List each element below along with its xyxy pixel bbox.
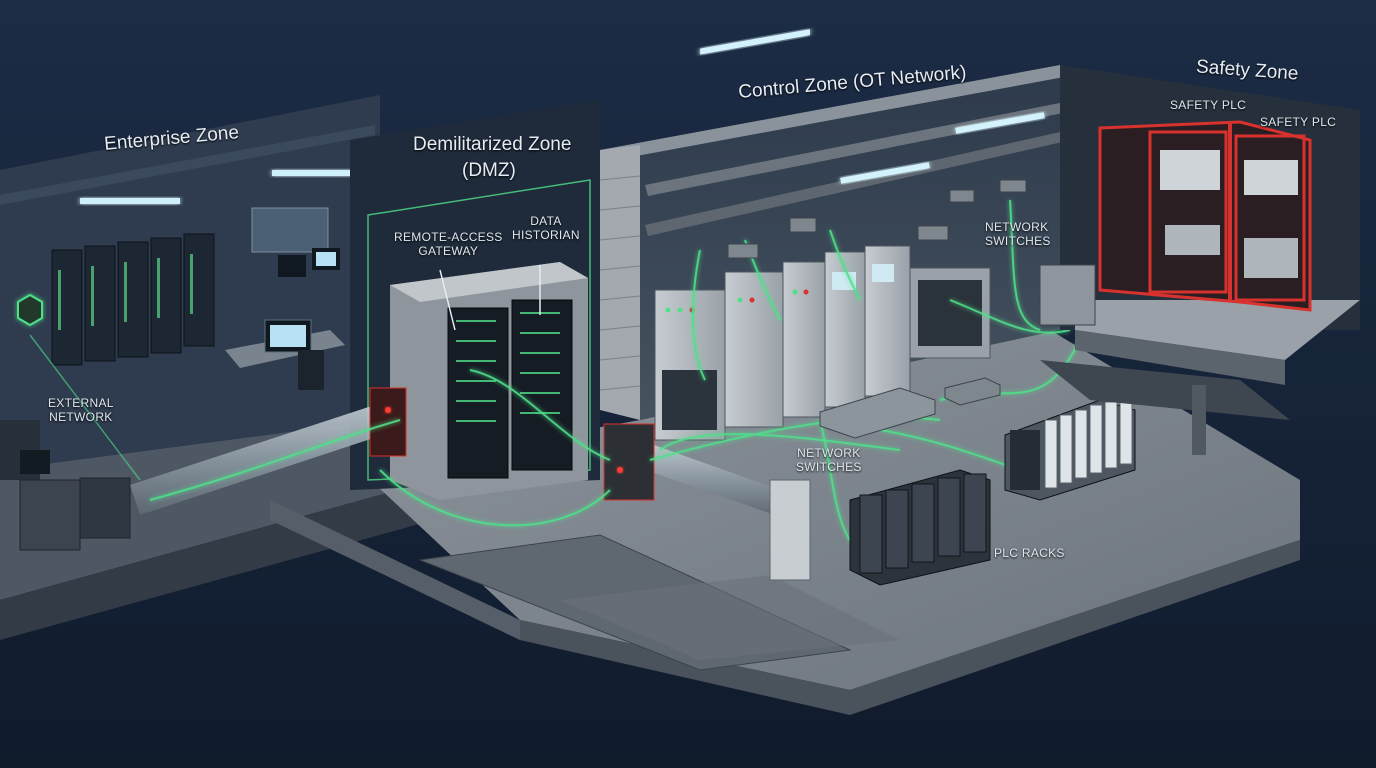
dmz-enclosure	[350, 100, 600, 500]
plc-racks-label: PLC RACKS	[994, 546, 1065, 560]
ceiling-light	[80, 198, 180, 204]
ceiling-light	[955, 112, 1045, 134]
wall-switch	[949, 189, 975, 203]
dmz-green-outline	[367, 179, 591, 481]
ceiling-light	[700, 29, 810, 55]
external-network-line2: NETWORK	[49, 410, 113, 424]
firewall-left	[369, 387, 407, 457]
network-switches-floor-label: NETWORK SWITCHES	[796, 446, 862, 474]
hmi-screen	[872, 264, 894, 282]
data-historian-rack	[511, 299, 573, 471]
network-switches-wall-line1: NETWORK	[985, 220, 1049, 234]
brick-pillar	[600, 145, 640, 420]
ceiling-light	[272, 170, 352, 176]
remote-access-line1: REMOTE-ACCESS	[394, 230, 503, 244]
floor-grate	[560, 575, 900, 660]
safety-zone	[1039, 65, 1360, 455]
data-historian-line2: HISTORIAN	[512, 228, 580, 242]
pc-tower	[79, 477, 131, 539]
hmi-screen	[832, 272, 856, 290]
cable-riser	[769, 479, 811, 581]
safety-plc-left	[1160, 150, 1220, 190]
data-historian-label: DATA HISTORIAN	[512, 214, 580, 242]
wall-panel	[251, 207, 329, 253]
network-switches-wall-label: NETWORK SWITCHES	[985, 220, 1051, 248]
safety-plc-left-label: SAFETY PLC	[1170, 98, 1247, 112]
safety-plc-right	[1244, 160, 1298, 195]
firewall-right	[603, 423, 655, 501]
dmz-zone-subtitle: (DMZ)	[462, 160, 516, 181]
server-racks	[51, 233, 215, 366]
wall-switch	[917, 225, 949, 241]
pc-tower	[19, 479, 81, 551]
remote-access-leader	[439, 269, 456, 331]
cable-tray	[645, 128, 1080, 236]
remote-access-gateway-label: REMOTE-ACCESS GATEWAY	[394, 230, 503, 258]
wall-switch	[727, 243, 759, 259]
wall-switch	[789, 217, 817, 233]
external-link-line	[29, 334, 141, 481]
cable-tray	[645, 100, 1078, 196]
safety-plc-right-label: SAFETY PLC	[1260, 115, 1337, 129]
small-switch	[944, 377, 1001, 406]
network-switches-floor-line1: NETWORK	[797, 446, 861, 460]
data-historian-line1: DATA	[530, 214, 562, 228]
external-network-line1: EXTERNAL	[48, 396, 114, 410]
wall-switch	[999, 179, 1027, 193]
remote-access-line2: GATEWAY	[418, 244, 479, 258]
network-switches	[727, 179, 1027, 439]
external-network-label: EXTERNAL NETWORK	[48, 396, 114, 424]
office-chair	[298, 350, 324, 390]
safety-io-box	[1039, 264, 1096, 326]
control-cabinets	[654, 245, 991, 441]
network-switches-wall-line2: SWITCHES	[985, 234, 1051, 248]
office-desks	[0, 248, 345, 480]
plc-racks	[849, 399, 1136, 586]
cable-tray-safety	[1040, 360, 1290, 420]
floor-switch	[819, 387, 936, 439]
dmz-zone-title: Demilitarized Zone	[413, 134, 572, 155]
external-network-device	[17, 293, 43, 327]
remote-access-rack	[447, 307, 509, 479]
network-switches-floor-line2: SWITCHES	[796, 460, 862, 474]
ceiling-light	[840, 162, 930, 184]
